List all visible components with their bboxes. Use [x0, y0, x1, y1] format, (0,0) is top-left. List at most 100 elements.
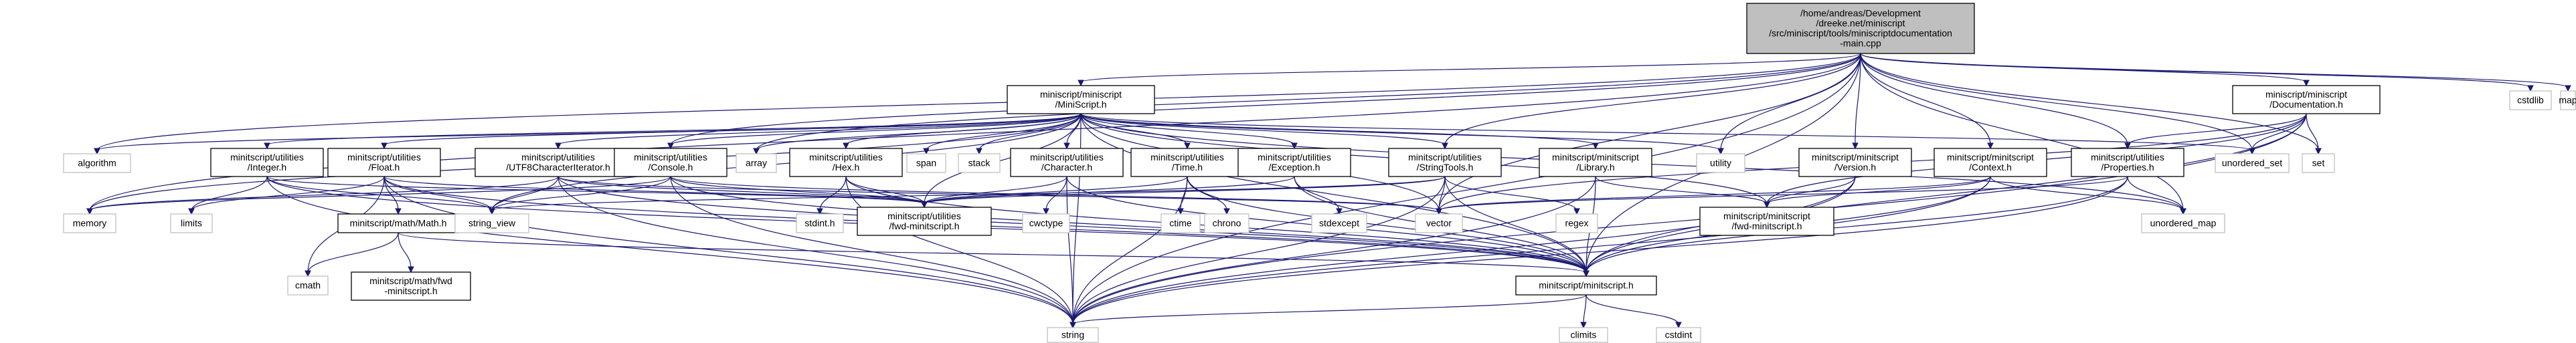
node-label: minitscript/utilities — [1258, 152, 1331, 162]
node-minitscript-h[interactable]: minitscript/minitscript.h — [1515, 275, 1657, 296]
node-label: string_view — [468, 218, 516, 229]
node-label: -minitscript.h — [384, 285, 437, 296]
node-Version-h[interactable]: minitscript/minitscript/Version.h — [1798, 148, 1912, 177]
edge-root-to-map — [1860, 53, 2569, 88]
node-stack: stack — [958, 153, 1001, 173]
node-util-fwd-h[interactable]: minitscript/utilities/fwd-minitscript.h — [857, 207, 992, 236]
edge-root-to-memory — [89, 53, 1861, 211]
node-label: minitscript/math/Math.h — [350, 218, 447, 229]
node-memory: memory — [63, 213, 116, 233]
edge-arrowhead — [817, 208, 823, 215]
edge-MiniScript_h-to-unordered_set — [1080, 113, 2253, 151]
node-Math-h[interactable]: minitscript/math/Math.h — [337, 213, 459, 233]
edge-MiniScript_h-to-Console_h — [670, 113, 1082, 146]
node-label: /StringTools.h — [1417, 162, 1474, 173]
node-box — [170, 213, 213, 233]
node-box — [1007, 85, 1155, 114]
node-box — [1656, 327, 1701, 343]
node-label: stdexcept — [1319, 218, 1359, 229]
node-label: stdint.h — [804, 218, 835, 229]
edge-arrowhead — [921, 201, 928, 209]
node-Console-h[interactable]: minitscript/utilities/Console.h — [614, 148, 727, 177]
node-root[interactable]: /home/andreas/Development/dreeke.net/min… — [1746, 3, 1975, 54]
node-Context-h[interactable]: minitscript/minitscript/Context.h — [1934, 148, 2047, 177]
node-Exception-h[interactable]: minitscript/utilities/Exception.h — [1237, 148, 1351, 177]
node-box — [2509, 90, 2552, 110]
node-label: /dreeke.net/miniscript — [1816, 18, 1905, 29]
edge-Time_h-to-string — [1072, 176, 1188, 325]
node-Properties-h[interactable]: minitscript/utilities/Properties.h — [2071, 148, 2184, 177]
node-label: minitscript/utilities — [1408, 152, 1482, 162]
node-label: miniscript/miniscript — [1040, 89, 1122, 100]
edge-UTF8_h-to-minitscript_h — [557, 176, 1587, 273]
edge-Float_h-to-string_view — [383, 176, 493, 211]
edge-Time_h-to-chrono — [1187, 176, 1227, 211]
edge-MiniScript_h-to-utility — [1080, 113, 1721, 151]
node-label: /Hex.h — [833, 162, 859, 173]
node-utility: utility — [1696, 153, 1745, 173]
node-label: cmath — [295, 280, 321, 291]
edge-Float_h-to-string — [383, 176, 1074, 325]
edge-Properties_h-to-unordered_map — [2127, 176, 2184, 211]
node-label: /Version.h — [1834, 162, 1876, 173]
node-Documentation-h[interactable]: miniscript/miniscript/Documentation.h — [2232, 85, 2381, 114]
node-Hex-h[interactable]: minitscript/utilities/Hex.h — [789, 148, 903, 177]
node-label: /fwd-minitscript.h — [1731, 221, 1802, 231]
edge-arrowhead — [667, 142, 674, 150]
node-regex: regex — [1555, 213, 1598, 233]
node-box — [2215, 153, 2290, 173]
node-StringTools-h[interactable]: minitscript/utilities/StringTools.h — [1388, 148, 1502, 177]
node-limits: limits — [170, 213, 213, 233]
node-ms-fwd-h[interactable]: minitscript/minitscript/fwd-minitscript.… — [1699, 207, 1834, 236]
node-span: span — [906, 153, 946, 173]
edge-Time_h-to-minitscript_h — [1187, 176, 1587, 273]
edge-root-to-set — [1860, 53, 2319, 151]
edge-MiniScript_h-to-Library_h — [1080, 113, 1596, 146]
edge-Documentation_h-to-unordered_set — [2251, 113, 2307, 151]
edge-root-to-unordered_map — [1860, 53, 2184, 211]
node-Time-h[interactable]: minitscript/utilities/Time.h — [1130, 148, 1244, 177]
node-Library-h[interactable]: minitscript/minitscript/Library.h — [1539, 148, 1652, 177]
edge-StringTools_h-to-regex — [1444, 176, 1577, 211]
node-label: minitscript/minitscript — [1947, 152, 2034, 162]
node-label: minitscript/minitscript — [1723, 211, 1810, 221]
node-label: /src/miniscript/tools/miniscriptdocument… — [1769, 28, 1952, 39]
edge-MiniScript_h-to-array — [756, 113, 1082, 151]
node-box — [736, 153, 777, 173]
edge-MiniScript_h-to-stack — [978, 113, 1082, 151]
edge-arrowhead — [264, 142, 270, 150]
edge-root-to-Properties_h — [1860, 53, 2128, 146]
node-box — [789, 148, 903, 177]
node-label: /Properties.h — [2101, 162, 2154, 173]
node-label: minitscript/utilities — [1150, 152, 1224, 162]
node-label: /Integer.h — [248, 162, 286, 173]
node-label: /fwd-minitscript.h — [889, 221, 959, 231]
edge-MiniScript_h-to-Integer_h — [266, 113, 1082, 146]
node-box — [1746, 3, 1975, 54]
node-math-fwd-h[interactable]: minitscript/math/fwd-minitscript.h — [351, 271, 471, 301]
edge-Float_h-to-util_fwd_h — [383, 176, 925, 205]
edge-arrowhead — [555, 142, 562, 150]
edge-Properties_h-to-string — [1072, 176, 2128, 325]
edge-Context_h-to-ms_fwd_h — [1766, 176, 1991, 205]
node-Float-h[interactable]: minitscript/utilities/Float.h — [327, 148, 441, 177]
node-MiniScript-h[interactable]: miniscript/miniscript/MiniScript.h — [1007, 85, 1155, 114]
edge-arrowhead — [1436, 208, 1442, 215]
node-label: minitscript/math/fwd — [369, 275, 452, 286]
node-box — [614, 148, 727, 177]
node-label: minitscript/utilities — [809, 152, 883, 162]
edge-Float_h-to-limits — [191, 176, 385, 211]
edge-arrowhead — [489, 208, 495, 215]
node-box — [287, 275, 329, 296]
node-Integer-h[interactable]: minitscript/utilities/Integer.h — [210, 148, 324, 177]
edge-Context_h-to-vector — [1438, 176, 1991, 211]
node-box — [1696, 153, 1745, 173]
edge-MiniScript_h-to-UTF8_h — [557, 113, 1082, 146]
node-chrono: chrono — [1204, 213, 1250, 233]
node-label: cwctype — [1029, 218, 1063, 229]
node-algorithm: algorithm — [63, 153, 131, 173]
node-Character-h[interactable]: minitscript/utilities/Character.h — [1010, 148, 1124, 177]
node-UTF8-h[interactable]: minitscript/utilities/UTF8CharacterItera… — [475, 148, 642, 177]
node-label: /Float.h — [369, 162, 400, 173]
edge-StringTools_h-to-string — [1072, 176, 1446, 325]
